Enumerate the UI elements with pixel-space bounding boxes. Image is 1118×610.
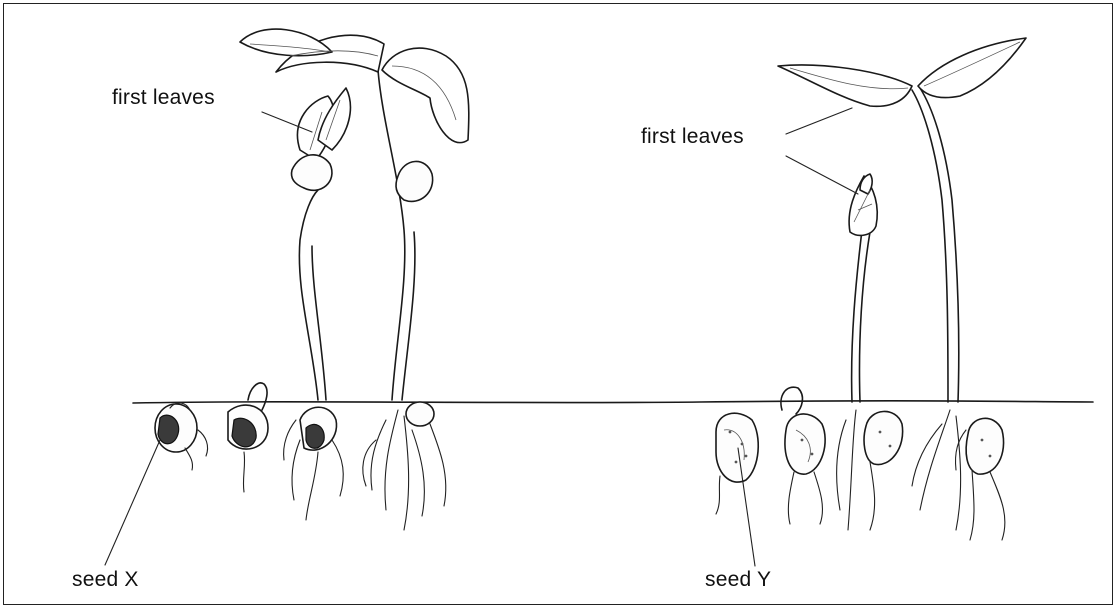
germinating-seed-2 <box>228 383 268 492</box>
seed-x-label: seed X <box>72 568 139 592</box>
germinating-seed-y2 <box>781 387 825 524</box>
seed-y <box>716 413 758 514</box>
pointer-first-leaves-right-2 <box>786 156 858 194</box>
seedling-y3 <box>837 174 903 530</box>
first-leaves-label-left: first leaves <box>112 86 215 110</box>
seed-y-label: seed Y <box>705 568 771 592</box>
seedling-3 <box>284 88 351 520</box>
soil-surface-line <box>133 401 1093 403</box>
seed-x <box>155 403 208 470</box>
pointer-seed-x <box>105 440 160 565</box>
seedling-4 <box>240 29 469 530</box>
pointer-first-leaves-right-1 <box>786 108 852 134</box>
seedling-group-y <box>716 38 1026 566</box>
first-leaves-label-right: first leaves <box>641 125 744 149</box>
